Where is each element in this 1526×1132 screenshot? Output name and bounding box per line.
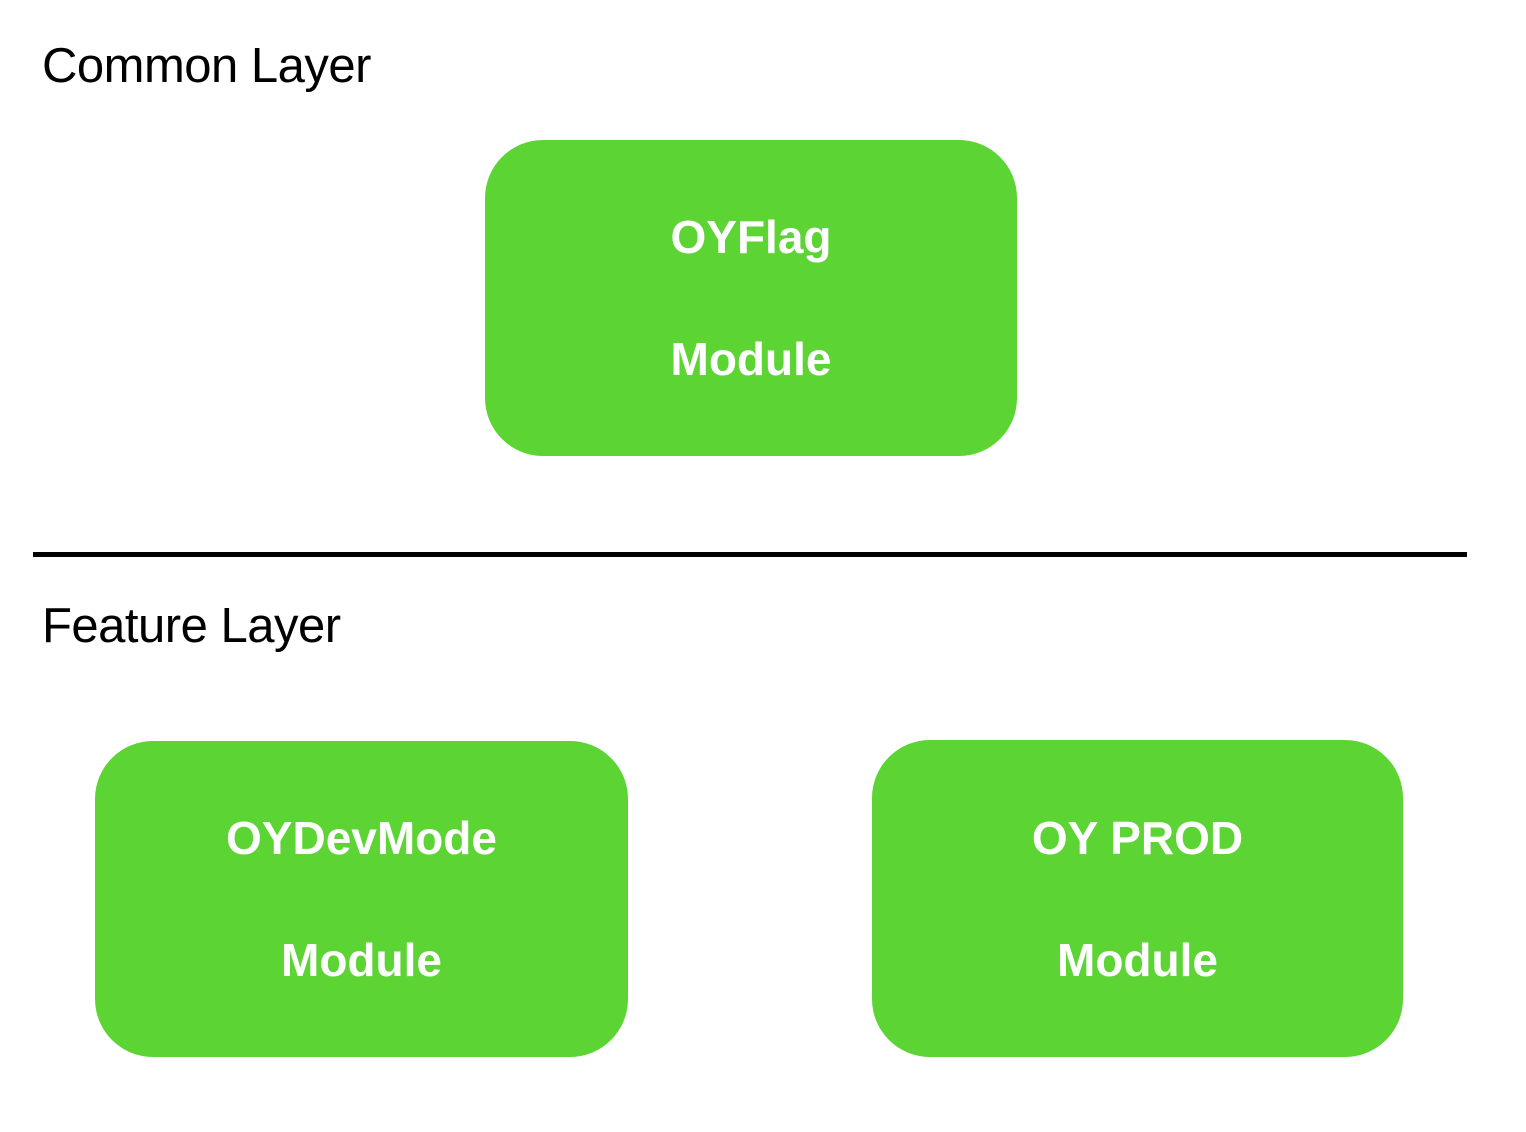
- oyflag-module-box: OYFlag Module: [485, 140, 1017, 456]
- oyprod-module-box: OY PROD Module: [872, 740, 1403, 1057]
- feature-layer-label: Feature Layer: [42, 599, 341, 653]
- oyflag-module-subtitle: Module: [670, 333, 832, 385]
- common-layer-label: Common Layer: [42, 39, 371, 93]
- oydevmode-module-subtitle: Module: [281, 934, 442, 986]
- oyprod-module-title: OY PROD: [1031, 811, 1244, 864]
- oydevmode-module-title: OYDevMode: [226, 812, 497, 864]
- oydevmode-module-box: OYDevMode Module: [95, 741, 628, 1057]
- oyflag-module-title: OYFlag: [670, 211, 832, 263]
- layer-divider-line: [33, 552, 1467, 557]
- oyprod-module-subtitle: Module: [1057, 933, 1218, 986]
